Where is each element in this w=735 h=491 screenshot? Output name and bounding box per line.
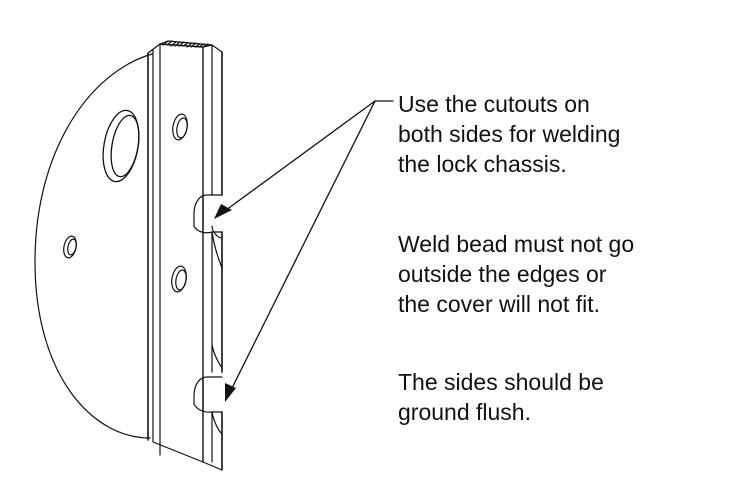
arrowhead-upper (214, 204, 232, 219)
leader-lines (221, 100, 394, 391)
slot-hole (102, 109, 140, 183)
annotation-weld-bead: Weld bead must not go outside the edges … (398, 231, 635, 317)
plate-outline (34, 53, 153, 439)
plate-hole-left (63, 235, 77, 259)
upper-cutout (193, 194, 223, 269)
side-wall (202, 44, 223, 471)
annotation-ground-flush: The sides should be ground flush. (398, 369, 604, 425)
annotation-cutouts: Use the cutouts on both sides for weldin… (398, 91, 621, 177)
vertical-bar (152, 43, 204, 463)
lower-cutout (193, 344, 223, 435)
bar-hole-upper (172, 113, 188, 141)
top-end-hatch (159, 40, 213, 48)
bar-hole-lower (171, 265, 187, 293)
arrowhead-lower (225, 383, 236, 402)
flange-strip (147, 43, 161, 443)
